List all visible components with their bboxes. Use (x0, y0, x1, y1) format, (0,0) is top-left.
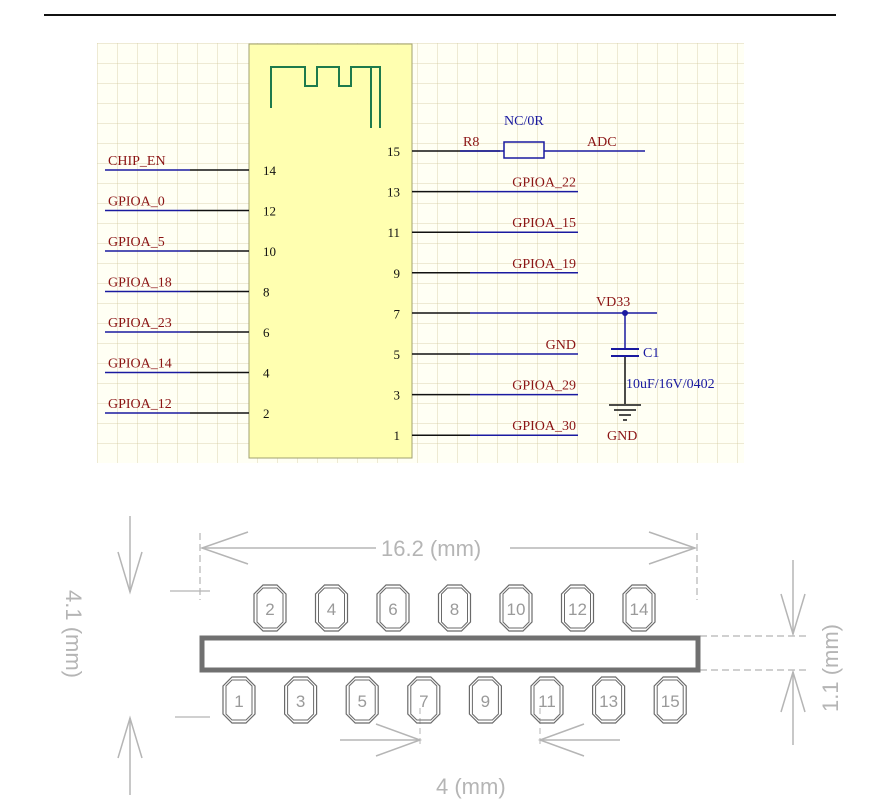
left-pin: GPIOA_18 8 (105, 276, 270, 300)
pad-number: 3 (296, 692, 305, 711)
right-net-label: GPIOA_22 (512, 176, 576, 191)
pad: 10 (500, 585, 532, 631)
thickness-dimension-label: 1.1 (mm) (818, 624, 843, 712)
pad-number: 15 (661, 692, 680, 711)
left-pin: GPIOA_23 6 (105, 316, 270, 340)
right-net-label: GPIOA_29 (512, 379, 576, 394)
left-pin: GPIOA_12 2 (105, 397, 270, 421)
right-pin: 5 GND (394, 338, 579, 362)
pad: 11 (531, 677, 563, 723)
capacitor-value: 10uF/16V/0402 (626, 377, 715, 392)
right-net-label: GPIOA_15 (512, 216, 576, 231)
right-pin: 11 GPIOA_15 (387, 216, 578, 240)
right-pin: 9 GPIOA_19 (394, 257, 579, 281)
pad-number: 1 (234, 692, 243, 711)
left-net-label: GPIOA_18 (108, 276, 172, 291)
pad: 4 (316, 585, 348, 631)
pad: 7 (408, 677, 440, 723)
right-pin-number: 15 (387, 144, 400, 159)
left-pin-number: 10 (263, 244, 276, 259)
footprint-drawing: 16.2 (mm) 4.1 (mm) 1.1 (mm) 4 (mm) 2 4 6 8 1… (61, 516, 843, 799)
right-pin-number: 5 (394, 347, 401, 362)
left-pin-number: 12 (263, 204, 276, 219)
right-pin: 13 GPIOA_22 (387, 176, 578, 200)
left-pin-number: 2 (263, 406, 270, 421)
pad-number: 2 (265, 600, 274, 619)
ground-net-label: GND (607, 429, 637, 444)
pitch-dimension-label: 4 (mm) (436, 774, 506, 799)
left-pin-number: 14 (263, 163, 277, 178)
left-net-label: GPIOA_12 (108, 397, 172, 412)
right-pin: 15 (387, 144, 400, 159)
pad: 1 (223, 677, 255, 723)
pad-number: 9 (481, 692, 490, 711)
resistor-r8-icon (504, 142, 544, 158)
capacitor-designator: C1 (643, 346, 659, 361)
left-net-label: GPIOA_14 (108, 357, 172, 372)
adc-net-label: ADC (587, 135, 617, 150)
right-pin-number: 1 (394, 428, 401, 443)
pad: 12 (562, 585, 594, 631)
left-net-label: CHIP_EN (108, 154, 166, 169)
pad-number: 14 (630, 600, 649, 619)
height-dimension-label: 4.1 (mm) (61, 590, 86, 678)
vd33-net-label: VD33 (596, 295, 630, 310)
pad: 13 (593, 677, 625, 723)
pad: 2 (254, 585, 286, 631)
pad-number: 13 (599, 692, 618, 711)
pad-number: 10 (507, 600, 526, 619)
right-pin-number: 11 (387, 225, 400, 240)
pad-number: 5 (357, 692, 366, 711)
board-outline (202, 638, 698, 670)
left-net-label: GPIOA_5 (108, 235, 165, 250)
right-net-label: GPIOA_30 (512, 419, 576, 434)
pad-number: 6 (388, 600, 397, 619)
left-net-label: GPIOA_0 (108, 195, 165, 210)
resistor-value: NC/0R (504, 114, 544, 129)
left-pin-number: 8 (263, 285, 270, 300)
right-pin-number: 7 (394, 306, 401, 321)
right-pin-number: 3 (394, 388, 401, 403)
pad-number: 11 (538, 692, 556, 711)
pad-number: 12 (568, 600, 587, 619)
pad: 9 (469, 677, 501, 723)
right-pin: 3 GPIOA_29 (394, 379, 579, 403)
left-net-label: GPIOA_23 (108, 316, 172, 331)
right-pin: 1 GPIOA_30 (394, 419, 579, 443)
width-dimension-label: 16.2 (mm) (381, 536, 481, 561)
right-net-label: GND (546, 338, 576, 353)
pad-number: 7 (419, 692, 428, 711)
pad: 15 (654, 677, 686, 723)
left-pin: GPIOA_14 4 (105, 357, 270, 381)
pad: 8 (439, 585, 471, 631)
left-pin-number: 6 (263, 325, 270, 340)
right-pin-group: 1513GPIOA_2211GPIOA_159GPIOA_1975GND3GPI… (387, 144, 578, 443)
right-net-label: GPIOA_19 (512, 257, 576, 272)
right-pin: 7 (394, 306, 401, 321)
pad: 5 (346, 677, 378, 723)
resistor-designator: R8 (463, 135, 479, 150)
left-pin-number: 4 (263, 366, 270, 381)
right-pin-number: 9 (394, 266, 401, 281)
pad: 14 (623, 585, 655, 631)
pad-number: 4 (327, 600, 336, 619)
pad: 3 (285, 677, 317, 723)
pad-number: 8 (450, 600, 459, 619)
pad: 6 (377, 585, 409, 631)
right-pin-number: 13 (387, 185, 400, 200)
